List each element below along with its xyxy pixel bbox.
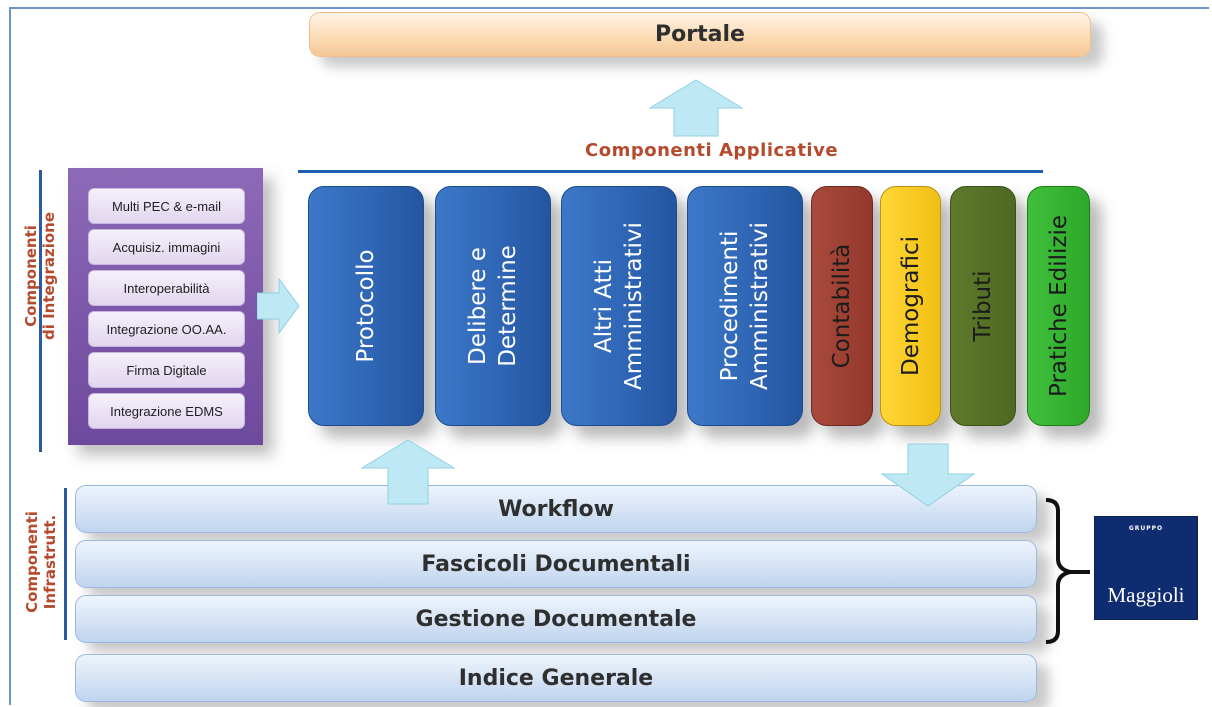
infra-layer-label: Workflow: [498, 496, 614, 522]
applicative-divider: [298, 170, 1043, 173]
app-box-label: Pratiche Edilizie: [1045, 214, 1072, 398]
integration-side-line: [39, 170, 42, 452]
infra-layer-label: Gestione Documentale: [415, 606, 697, 632]
infrastructure-side-line: [64, 488, 67, 640]
integration-item-integrazione-ooaa: Integrazione OO.AA.: [88, 311, 245, 347]
app-box-label: Delibere e Determine: [465, 245, 521, 367]
frame-border: [9, 7, 1209, 705]
portal-bar: Portale: [309, 12, 1091, 57]
app-box-protocollo: Protocollo: [308, 186, 424, 426]
integration-item-interoperabilita: Interoperabilità: [88, 270, 245, 306]
arrow-down-infra-icon: [880, 443, 976, 507]
arrow-up-infra-icon: [360, 439, 456, 505]
base-layer-indice: Indice Generale: [75, 654, 1037, 702]
right-bracket-icon: [1045, 498, 1090, 644]
integration-item-firma-digitale: Firma Digitale: [88, 352, 245, 388]
maggioli-logo: GRUPPO Maggioli: [1094, 516, 1198, 620]
logo-group-text: GRUPPO: [1128, 525, 1164, 532]
infrastructure-label-text: Componenti Infrastrutt.: [23, 511, 59, 613]
portal-label: Portale: [655, 22, 745, 47]
app-box-label: Altri Atti Amministrativi: [591, 222, 647, 390]
arrow-up-portal-icon: [648, 79, 744, 137]
integration-item-acquisiz-immagini: Acquisiz. immagini: [88, 229, 245, 265]
infra-layer-gestione: Gestione Documentale: [75, 595, 1037, 643]
applicative-heading: Componenti Applicative: [585, 140, 839, 161]
infra-layer-fascicoli: Fascicoli Documentali: [75, 540, 1037, 588]
logo-brand-text: Maggioli: [1107, 583, 1185, 607]
infrastructure-side-label: Componenti Infrastrutt.: [23, 510, 61, 614]
integration-item-multi-pec: Multi PEC & e-mail: [88, 188, 245, 224]
app-box-contabilita: Contabilità: [811, 186, 873, 426]
app-box-delibere: Delibere e Determine: [435, 186, 551, 426]
app-box-label: Demografici: [897, 235, 924, 377]
app-box-pratiche-edilizie: Pratiche Edilizie: [1027, 186, 1090, 426]
app-box-label: Contabilità: [829, 243, 855, 369]
app-box-label: Tributi: [970, 270, 996, 342]
infra-layer-label: Fascicoli Documentali: [421, 551, 691, 577]
base-layer-label: Indice Generale: [458, 665, 654, 691]
app-box-altri-atti: Altri Atti Amministrativi: [561, 186, 677, 426]
app-box-demografici: Demografici: [880, 186, 941, 426]
app-box-procedimenti: Procedimenti Amministrativi: [687, 186, 803, 426]
infra-layer-workflow: Workflow: [75, 485, 1037, 533]
arrow-right-integration-icon: [257, 277, 300, 335]
app-box-label: Procedimenti Amministrativi: [717, 222, 773, 390]
app-box-tributi: Tributi: [950, 186, 1016, 426]
integration-item-integrazione-edms: Integrazione EDMS: [88, 393, 245, 429]
app-box-label: Protocollo: [353, 249, 379, 363]
